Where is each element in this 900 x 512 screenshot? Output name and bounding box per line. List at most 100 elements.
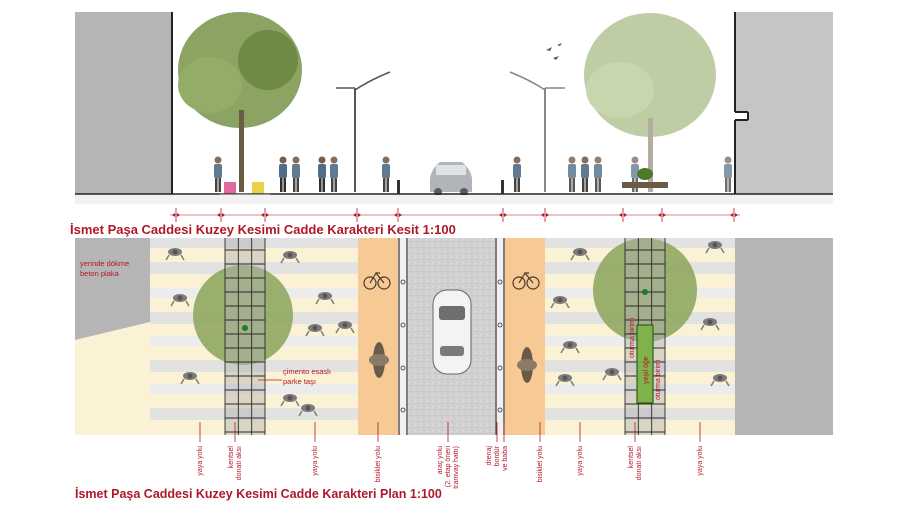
person-figure [214, 156, 222, 192]
zone-label-yaya-4: yaya yolu [697, 446, 704, 476]
bollard-plan [400, 279, 406, 285]
curb [495, 238, 505, 435]
tree-right [584, 13, 716, 192]
birds-icon [546, 43, 562, 60]
plan-pedestrians [165, 241, 730, 417]
planter-label: yeşil öğe [643, 356, 650, 384]
person-figure [724, 156, 732, 192]
car-icon [430, 162, 472, 196]
planter-plan [636, 324, 654, 404]
bicycle-icon [363, 271, 391, 290]
bollard-plan [497, 322, 503, 328]
zone-label-drenaj: drenaj [486, 446, 493, 466]
bollard [397, 180, 400, 194]
cyclist-icon [369, 342, 389, 378]
dimension-arrow [619, 213, 627, 217]
pedestrian-top-icon [298, 404, 318, 417]
person-figure [513, 156, 521, 192]
bench-label-top: oturma birimi [629, 317, 636, 358]
plan-tree-left [193, 265, 293, 365]
label-leader-lines [199, 422, 701, 442]
pedestrian-top-icon [550, 296, 570, 309]
dimension-arrow [730, 213, 738, 217]
left-building [75, 12, 173, 194]
paving-band [150, 384, 358, 394]
section-base [75, 195, 833, 204]
pedestrian-top-icon [170, 294, 190, 307]
curb [398, 238, 408, 435]
section-title: İsmet Paşa Caddesi Kuzey Kesimi Cadde Ka… [70, 222, 456, 237]
paving-note-line-2: parke taşı [283, 377, 316, 386]
slab-note-line-1: yerinde dökme [80, 259, 129, 268]
yellow-seat [252, 182, 264, 194]
planter-right [637, 168, 653, 180]
bollard-plan [400, 322, 406, 328]
paving-band [150, 238, 358, 248]
pedestrian-top-icon [602, 368, 622, 381]
dimension-arrow [658, 213, 666, 217]
pedestrian-top-icon [280, 251, 300, 264]
slab-note-line-2: beton plaka [80, 269, 120, 278]
bollard-plan [497, 279, 503, 285]
pedestrian-top-icon [570, 248, 590, 261]
bench-right [622, 182, 668, 188]
bike-lane-right [505, 238, 545, 435]
tree-marker [642, 289, 648, 295]
person-figure [581, 156, 589, 192]
zone-label-arac: araç yolu [437, 446, 444, 475]
pedestrians [214, 156, 732, 192]
paving-band [545, 408, 735, 420]
zone-label-kentsel-2: donatı aksı [636, 446, 643, 480]
dimension-arrow [217, 213, 225, 217]
section-view [75, 12, 833, 222]
pedestrian-top-icon [560, 341, 580, 354]
lamp-right [509, 71, 565, 192]
bollard-plan [400, 365, 406, 371]
person-figure [318, 156, 326, 192]
curbs [398, 238, 505, 435]
zone-label-yaya-1: yaya yolu [197, 446, 204, 476]
pedestrian-top-icon [165, 248, 185, 261]
tree-left [178, 12, 302, 192]
pedestrian-top-icon [305, 324, 325, 337]
person-figure [568, 156, 576, 192]
bench-label-bottom: oturma birimi [655, 359, 662, 400]
zone-label-drenaj: bordür [494, 445, 501, 466]
pedestrian-top-icon [315, 292, 335, 305]
axis-strip [225, 238, 265, 435]
dimension-arrow [394, 213, 402, 217]
dimension-arrow [499, 213, 507, 217]
dimension-markers [170, 208, 740, 222]
person-figure [382, 156, 390, 192]
zone-label-yaya-2: yaya yolu [312, 446, 319, 476]
dimension-arrow [353, 213, 361, 217]
bollard-plan [497, 365, 503, 371]
cyclist-icon [517, 347, 537, 383]
zone-label-kentsel-1: donatı aksı [236, 446, 243, 480]
pedestrian-top-icon [710, 374, 730, 387]
tree-marker [242, 325, 248, 331]
person-figure [292, 156, 300, 192]
zone-label-bisiklet-2: bisiklet yolu [537, 446, 544, 482]
pedestrian-top-icon [335, 321, 355, 334]
paving-note: çimento esaslı parke taşı [258, 367, 331, 386]
zone-label-yaya-3: yaya yolu [577, 446, 584, 476]
zone-label-arac: (2. etap öneri [445, 446, 452, 488]
zone-label-kentsel-1: kentsel [228, 446, 235, 469]
plan-left-building [75, 238, 150, 340]
slab-note: yerinde dökme beton plaka [80, 259, 129, 278]
pedestrian-top-icon [280, 394, 300, 407]
zone-label-kentsel-2: kentsel [628, 446, 635, 469]
plan-title: İsmet Paşa Caddesi Kuzey Kesimi Cadde Ka… [75, 487, 442, 501]
bollard-plan [497, 407, 503, 413]
zone-label-arac: tramvay hattı) [453, 446, 460, 489]
dimension-arrow [541, 213, 549, 217]
car-top-icon [432, 289, 472, 375]
dimension-arrow [261, 213, 269, 217]
bicycle-icon [512, 271, 540, 290]
pink-seat [224, 182, 236, 194]
zone-label-drenaj: ve baba [502, 446, 509, 471]
pedestrian-top-icon [700, 318, 720, 331]
